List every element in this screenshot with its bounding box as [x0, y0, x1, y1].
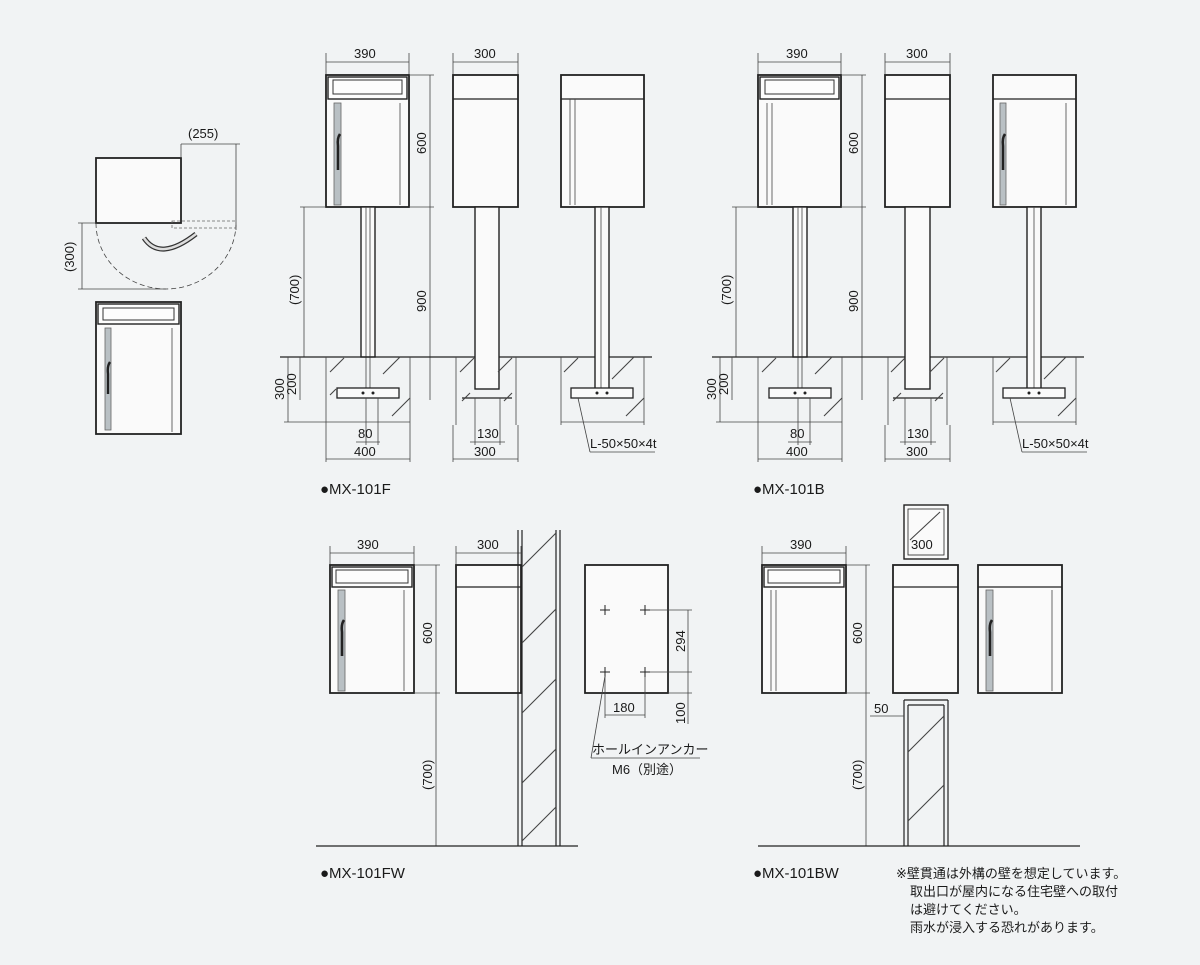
top-width-label: (255) [188, 126, 218, 141]
dim-700-fw: (700) [420, 760, 435, 790]
dim-300-b-base: 300 [906, 444, 928, 459]
note-line-4: 雨水が浸入する恐れがあります。 [910, 920, 1104, 935]
dim-390-bw: 390 [790, 537, 812, 552]
model-label-mx-101fw: ●MX-101FW [320, 865, 406, 882]
anchor-label-line1: ホールインアンカー [592, 742, 708, 757]
dim-80-b: 80 [790, 426, 804, 441]
dim-300-bw-side: 300 [911, 537, 933, 552]
dim-600-f: 600 [414, 132, 429, 154]
mx-101bw-drawing: 390 600 (700) 300 50 [753, 504, 1080, 882]
notes-block: ※壁貫通は外構の壁を想定しています。 取出口が屋内になる住宅壁への取付 は避けて… [896, 866, 1126, 935]
dim-100-fw: 100 [673, 702, 688, 724]
mx-101b-drawing: 390 600 900 (700) 200 300 [704, 46, 1089, 498]
top-view: (255) (300) [62, 126, 240, 435]
dim-400-f: 400 [354, 444, 376, 459]
dim-390-f: 390 [354, 46, 376, 61]
dim-600-b: 600 [846, 132, 861, 154]
dim-130-f: 130 [477, 426, 499, 441]
note-line-3: は避けてください。 [910, 902, 1027, 917]
dim-900-f: 900 [414, 290, 429, 312]
dim-900-b: 900 [846, 290, 861, 312]
angle-label-b: L-50×50×4t [1022, 436, 1089, 451]
dim-390-fw: 390 [357, 537, 379, 552]
dim-300-f-base: 300 [474, 444, 496, 459]
model-label-mx-101b: ●MX-101B [753, 481, 825, 498]
model-label-mx-101bw: ●MX-101BW [753, 865, 840, 882]
dim-200-b: 200 [716, 373, 731, 395]
dim-400-b: 400 [786, 444, 808, 459]
dim-130-b: 130 [907, 426, 929, 441]
dim-50-bw: 50 [874, 701, 888, 716]
dim-700-b: (700) [719, 275, 734, 305]
dim-200-f: 200 [284, 373, 299, 395]
mx-101f-drawing: 390 600 900 (700) 200 300 [272, 46, 657, 498]
dim-600-fw: 600 [420, 622, 435, 644]
dim-300-b-depth: 300 [704, 378, 719, 400]
dim-300-fw-side: 300 [477, 537, 499, 552]
model-label-mx-101f: ●MX-101F [320, 481, 391, 498]
anchor-label-line2: M6（別途） [612, 762, 682, 777]
angle-label-f: L-50×50×4t [590, 436, 657, 451]
dim-390-b: 390 [786, 46, 808, 61]
dim-294-fw: 294 [673, 630, 688, 652]
dim-300-f-depth: 300 [272, 378, 287, 400]
dim-300-f-side: 300 [474, 46, 496, 61]
dim-180-fw: 180 [613, 700, 635, 715]
dim-600-bw: 600 [850, 622, 865, 644]
note-line-2: 取出口が屋内になる住宅壁への取付 [910, 884, 1118, 899]
dim-300-b-side: 300 [906, 46, 928, 61]
top-depth-label: (300) [62, 242, 77, 272]
note-line-1: ※壁貫通は外構の壁を想定しています。 [896, 866, 1126, 881]
dim-700-bw: (700) [850, 760, 865, 790]
mx-101fw-drawing: 390 600 (700) 300 [316, 530, 708, 882]
dim-700-f: (700) [287, 275, 302, 305]
dim-80-f: 80 [358, 426, 372, 441]
